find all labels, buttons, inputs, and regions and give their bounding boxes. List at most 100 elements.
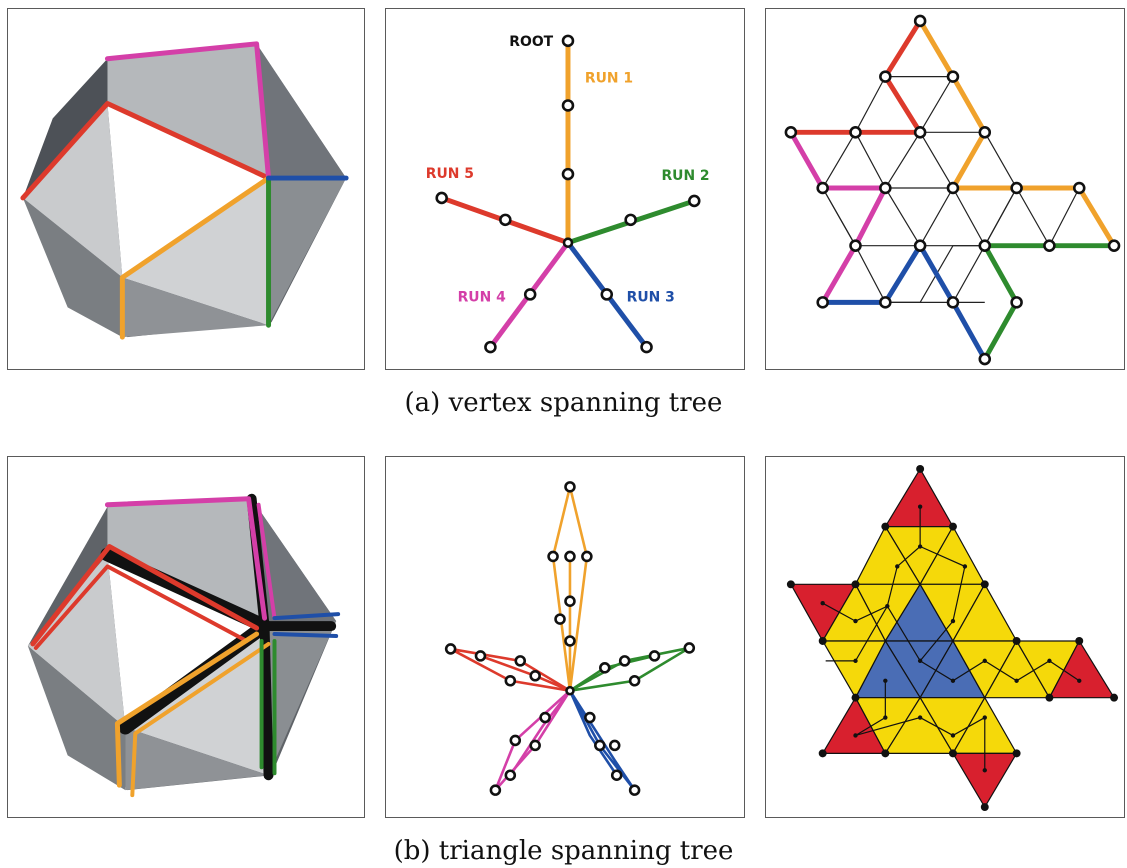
tree-node [554,613,566,625]
tree-node [600,288,614,301]
mesh-node [916,464,925,473]
tree-node [628,674,641,687]
face-node [885,603,890,609]
mesh-node [881,749,890,758]
mesh-node [786,580,795,589]
face-node [917,658,923,664]
tree-node [504,674,517,687]
face [107,498,265,627]
tree-node [474,650,487,662]
tree-node [561,99,575,112]
mesh-node [784,126,798,139]
panel-unfolded-triangle-mesh [765,456,1125,818]
vertex-tree-runs-figure: ROOT RUN 1 RUN 2 RUN 3 RUN 4 RUN 5 [426,34,710,354]
panel-icosahedron-triangle-tree [7,456,365,818]
panel-vertex-tree-runs: ROOT RUN 1 RUN 2 RUN 3 RUN 4 RUN 5 [385,8,745,370]
face-node [950,678,956,683]
mesh-node [818,637,827,645]
tree-node [648,650,661,662]
face [27,645,126,791]
yellow-triangle [822,640,886,699]
run1-edge [114,631,260,788]
run4-edge [104,496,268,621]
mesh-node [978,126,992,139]
face-node [853,733,858,738]
face [122,178,269,326]
mesh-node [879,181,892,195]
run5-edge [30,544,260,647]
face-node [853,618,858,624]
tree-node [640,340,653,354]
tree-node [514,655,527,667]
tree-node [628,784,641,796]
mesh-node [849,126,862,139]
tree-node [499,213,512,227]
mesh-node [1107,239,1121,252]
mesh-node [1045,693,1054,702]
tree-node [564,481,576,493]
face-node [950,733,956,738]
mesh-line [984,187,1018,246]
face [107,554,265,728]
face-node [895,564,900,569]
tree-node [547,550,559,563]
run1-label: RUN 1 [585,71,633,87]
run4-inner [509,689,571,776]
face [122,277,269,338]
tree-node [581,550,593,563]
mesh-node [1110,693,1119,702]
mesh-vertex-dots [786,464,1119,812]
face [268,178,347,326]
run4-edge [256,502,277,621]
run5-label: RUN 5 [426,166,474,182]
run4-edge [104,41,272,181]
face [22,58,108,198]
mesh-vertices [784,14,1121,366]
mesh-node [849,239,862,252]
triangle-tree-runs-figure [444,481,696,796]
tree-node [624,213,637,227]
unfolded-vertex-mesh-figure [784,14,1121,366]
face-node [1014,678,1019,683]
face [22,103,123,278]
mesh-line [854,131,986,190]
red-triangle [884,468,954,528]
panel-icosahedron-vertex-tree [7,8,365,370]
tree-node [529,670,541,682]
tree-node [564,595,576,607]
mesh-node [1075,637,1084,645]
mesh-line [884,76,954,134]
panel-triangle-tree-runs [385,456,745,818]
mesh-node [851,580,860,589]
run1-path [917,18,1117,249]
mesh-node [879,70,892,83]
mesh-node [1072,181,1086,195]
run2-loop [569,646,691,692]
tree-node [561,34,575,48]
face [125,626,269,776]
run4-path [788,129,888,305]
mesh-node [1043,239,1056,252]
mesh-node [1010,181,1023,195]
tree-node [594,739,606,752]
mesh-node [978,239,992,252]
tree-node [562,237,574,248]
panel-unfolded-vertex-mesh [765,8,1125,370]
mesh-node [816,296,829,309]
run5-edge [33,564,249,650]
face-center-dots [820,504,1082,773]
mesh-node [1012,637,1021,645]
tree-node [610,769,623,781]
tree-node [484,340,497,354]
face-node [883,678,888,683]
mesh-node [1010,296,1023,309]
face-node [982,658,987,664]
tree-node [618,655,631,667]
run1-edge [119,175,272,340]
dual-tree-path [886,506,966,662]
tree-node [683,642,696,654]
triangle-tree-nodes [444,481,696,796]
mesh-node [881,522,890,531]
tree-node [539,711,551,724]
run1-edge [130,641,271,798]
